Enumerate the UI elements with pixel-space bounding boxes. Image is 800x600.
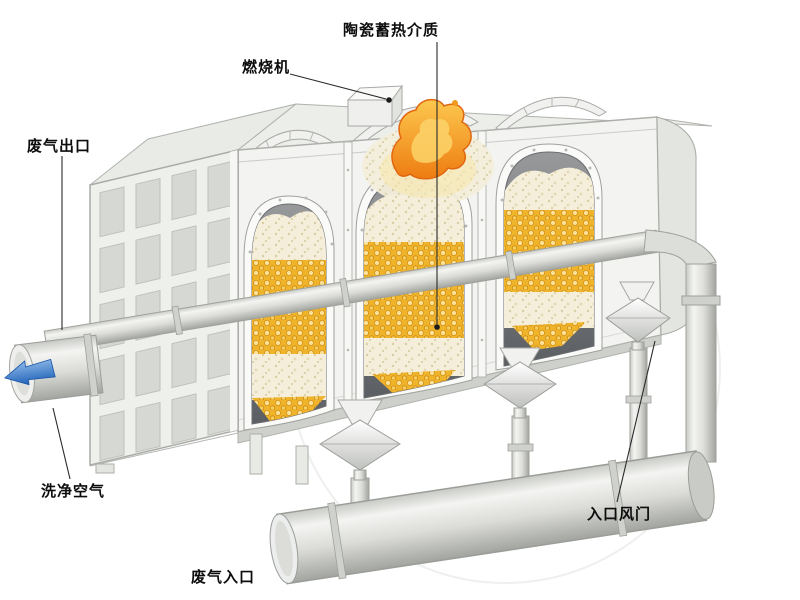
exhaust-outlet-pipe bbox=[9, 333, 104, 404]
leader-dot-ceramic bbox=[434, 324, 440, 330]
label-ceramic-media: 陶瓷蓄热介质 bbox=[343, 22, 440, 39]
support-legs bbox=[249, 433, 309, 485]
poppet-valve-2 bbox=[483, 347, 557, 481]
poppet-valve-3 bbox=[605, 281, 671, 463]
grid-face bbox=[89, 149, 239, 474]
flow-arrow-icon bbox=[4, 358, 56, 386]
label-inlet-damper: 入口风门 bbox=[587, 506, 652, 523]
label-exhaust-outlet: 废气出口 bbox=[27, 138, 92, 155]
label-clean-air: 洗净空气 bbox=[41, 483, 106, 500]
leader-dot-burner bbox=[386, 97, 392, 103]
burner-box bbox=[346, 84, 404, 128]
leader-lines bbox=[52, 42, 656, 503]
chamber-2 bbox=[355, 169, 473, 403]
inlet-downcomer-pipe bbox=[643, 229, 721, 463]
inlet-damper-flange bbox=[681, 295, 721, 306]
exhaust-inlet-pipe bbox=[269, 450, 715, 585]
label-burner: 燃烧机 bbox=[242, 59, 291, 76]
flame-icon bbox=[362, 98, 494, 206]
label-exhaust-inlet: 废气入口 bbox=[191, 569, 256, 586]
poppet-valve-1 bbox=[319, 399, 401, 511]
